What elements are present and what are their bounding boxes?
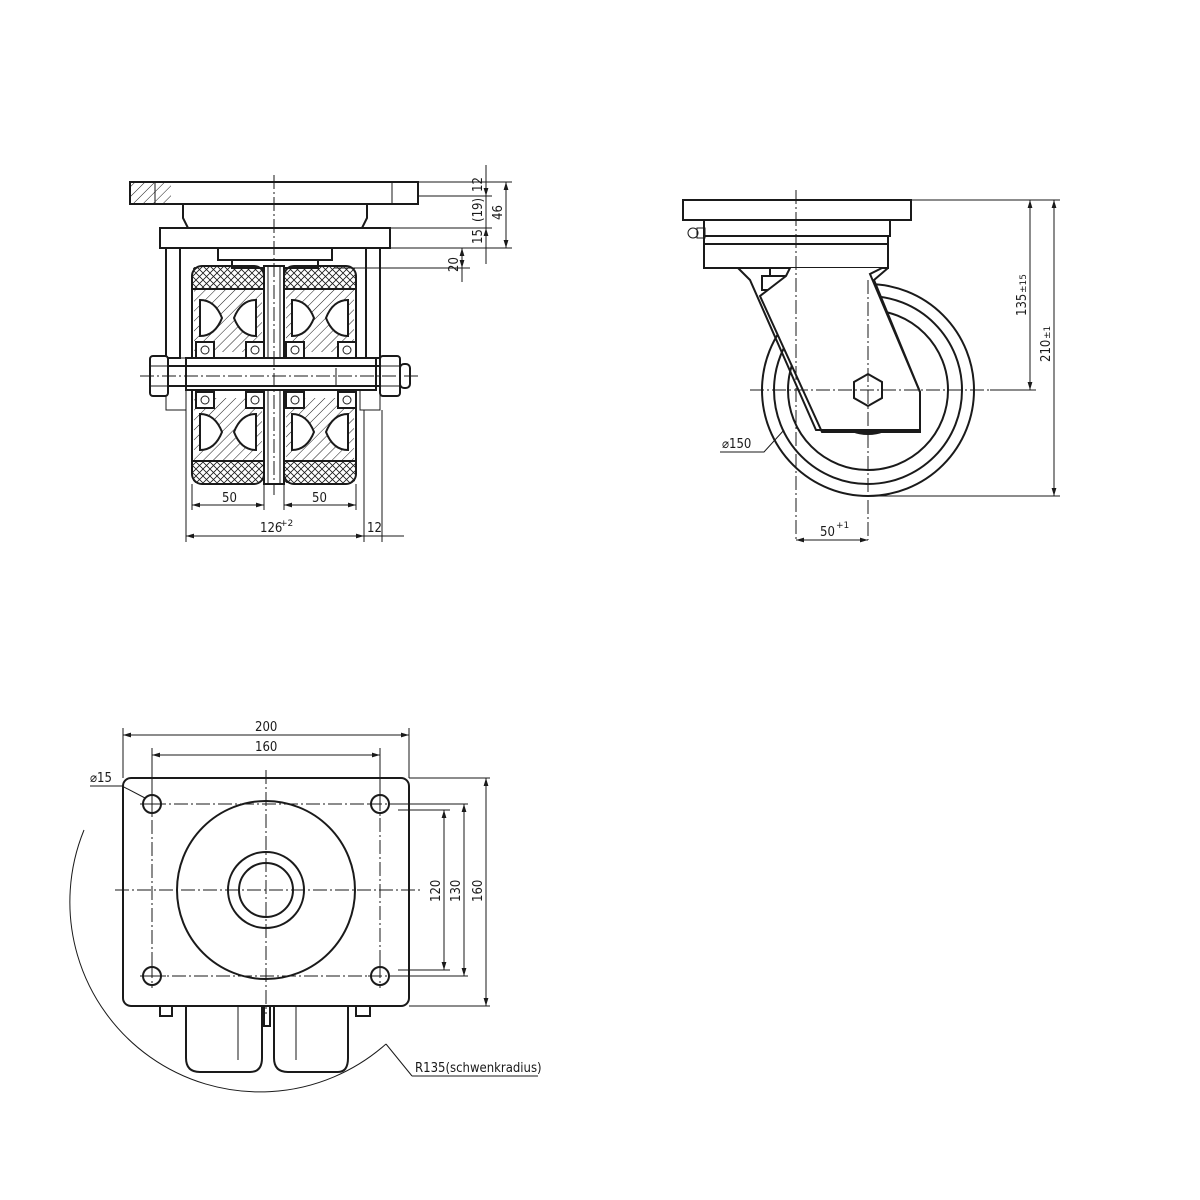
dim-150: ⌀150 [722, 437, 751, 452]
dim-46: 46 [491, 205, 506, 220]
top-view: R135(schwenkradius) 200 [69, 720, 542, 1093]
dim-50-right: 50 [312, 491, 327, 506]
wheel-left [191, 265, 265, 485]
dim-15-leader [90, 785, 146, 799]
swivel-radius-arc [69, 829, 387, 1093]
dim-210-tolerance: ±1 [1043, 326, 1053, 339]
axle [185, 357, 377, 391]
side-top-plate [682, 199, 912, 221]
fork-leg-left [165, 247, 181, 359]
dim-50-left: 50 [222, 491, 237, 506]
dim-210: 210 [1039, 340, 1054, 362]
fork-head-plate [159, 227, 391, 249]
dim-135-tolerance: ±15 [1019, 274, 1029, 293]
dim-150-leader [720, 429, 785, 453]
fork-leg-right [365, 247, 381, 359]
bearing-hub [182, 204, 368, 229]
dim-15: 15 [471, 229, 486, 244]
dim-12-side: 12 [367, 521, 382, 536]
dim-200: 200 [255, 720, 277, 735]
fork-tab-left [159, 1005, 173, 1017]
dim-50-offset-tolerance: +1 [836, 521, 849, 531]
side-bearing-ring [703, 220, 891, 237]
dim-50-offset: 50 [820, 525, 835, 540]
fork-tab-right [355, 1005, 371, 1017]
side-fork-leg [738, 267, 921, 433]
top-plate-hatch [131, 183, 171, 203]
dim-126-tolerance: +2 [280, 519, 293, 529]
dim-160-vertical: 160 [471, 880, 486, 902]
dim-160-horizontal: 160 [255, 740, 277, 755]
dim-126: 126 [260, 521, 282, 536]
dim-130: 130 [449, 880, 464, 902]
top-wheel-right [273, 1006, 349, 1073]
dim-r135-swivel: R135(schwenkradius) [415, 1061, 542, 1076]
dim-19: (19) [471, 198, 486, 222]
dim-135: 135 [1015, 294, 1030, 316]
dim-15-hole: ⌀15 [90, 771, 112, 786]
dim-120: 120 [429, 880, 444, 902]
grease-nipple [687, 227, 699, 239]
front-section-view: 12 (19) 15 46 20 50 50 126 +2 12 [129, 165, 512, 542]
top-wheel-left [185, 1006, 263, 1073]
bearings [195, 341, 357, 409]
dim-20: 20 [447, 257, 462, 272]
dim-12-top: 12 [471, 177, 486, 192]
wheel-right [283, 265, 357, 485]
side-view: 135 ±15 210 ±1 ⌀150 50 +1 [682, 190, 1060, 543]
